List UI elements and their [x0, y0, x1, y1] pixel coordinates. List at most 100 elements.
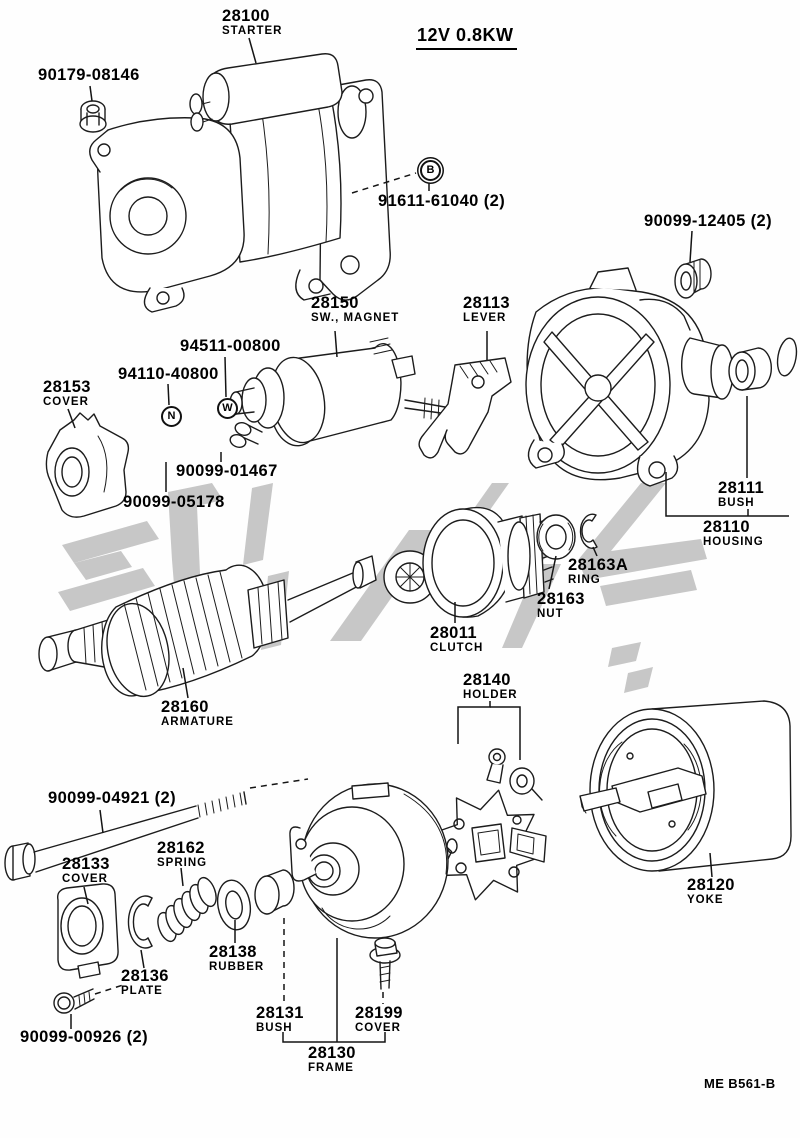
part-number: 90099-01467 [176, 462, 278, 480]
part-number: 28113 [463, 294, 510, 312]
part-number: 90099-04921 (2) [48, 789, 177, 807]
leader-lines [67, 37, 789, 1043]
part-name: RUBBER [209, 961, 265, 973]
part-label-28140: 28140 HOLDER [463, 671, 518, 702]
part-number: 28131 [256, 1004, 304, 1022]
part-number: 28150 [311, 294, 359, 312]
part-number: 91611-61040 (2) [378, 192, 506, 210]
part-name: RING [568, 574, 601, 586]
part-label-90099-12405: 90099-12405 (2) [644, 213, 772, 230]
part-name: CLUTCH [430, 642, 484, 654]
yoke-drawing [579, 700, 792, 872]
part-number: 28110 [703, 518, 750, 536]
part-label-90099-05178: 90099-05178 [123, 494, 225, 511]
part-label-28162: 28162 SPRING [157, 839, 208, 870]
part-number: 94110-40800 [118, 365, 219, 383]
clutch-drawing [383, 507, 554, 618]
lever-drawing [418, 357, 512, 459]
part-number: 90179-08146 [38, 66, 140, 84]
part-number: 90099-12405 (2) [644, 212, 773, 230]
part-label-28120: 28120 YOKE [687, 876, 735, 907]
part-number: 94511-00800 [180, 337, 281, 355]
part-name: COVER [43, 396, 89, 408]
end-cover-drawing [57, 883, 119, 979]
part-label-94511-00800: 94511-00800 [180, 338, 281, 355]
part-name: COVER [62, 873, 108, 885]
part-number: 28199 [355, 1004, 403, 1022]
part-name: SPRING [157, 857, 208, 869]
part-label-28199: 28199 COVER [355, 1004, 403, 1035]
part-label-28110: 28110 HOUSING [703, 518, 764, 549]
part-name: FRAME [308, 1062, 354, 1074]
part-label-28163A: 28163A RING [568, 556, 629, 587]
part-name: NUT [537, 608, 564, 620]
starter-assembly-drawing [89, 53, 391, 313]
part-number: 28140 [463, 671, 511, 689]
part-number: 90099-00926 (2) [20, 1028, 149, 1046]
part-label-90099-00926: 90099-00926 (2) [20, 1029, 148, 1046]
part-name: SW., MAGNET [311, 312, 400, 324]
figure-code: ME B561-B [704, 1076, 776, 1091]
ring-28163A-drawing [579, 513, 598, 549]
part-label-90179-08146: 90179-08146 [38, 67, 140, 84]
bush-28111-drawing [728, 337, 798, 391]
screw-90099-00926-drawing [53, 988, 95, 1014]
cover-28153-drawing [45, 412, 130, 518]
part-label-28150: 28150 SW., MAGNET [311, 294, 400, 325]
cover-screw-drawing [369, 937, 401, 990]
spring-drawing [157, 876, 217, 943]
marker-w-washer: W [217, 398, 238, 419]
part-label-90099-04921: 90099-04921 (2) [48, 790, 176, 807]
part-label-28111: 28111 BUSH [718, 479, 765, 510]
marker-n-nut: N [161, 406, 182, 427]
part-name: BUSH [718, 497, 755, 509]
part-label-28130: 28130 FRAME [308, 1044, 356, 1075]
nut-90179-drawing [79, 100, 107, 133]
part-label-28160: 28160 ARMATURE [161, 698, 234, 729]
part-number: 28160 [161, 698, 209, 716]
part-number: 28100 [222, 7, 270, 25]
part-name: LEVER [463, 312, 507, 324]
part-name: ARMATURE [161, 716, 234, 728]
part-name: HOLDER [463, 689, 518, 701]
frame-drawing [289, 782, 449, 939]
part-label-28136: 28136 PLATE [121, 967, 169, 998]
brush-holder-drawing [431, 748, 547, 901]
rubber-drawing [216, 879, 252, 931]
bearing-28163-drawing [536, 514, 576, 560]
part-number: 28153 [43, 378, 91, 396]
part-name: COVER [355, 1022, 401, 1034]
armature-drawing [38, 555, 377, 698]
part-number: 28163A [568, 556, 629, 574]
part-number: 28162 [157, 839, 205, 857]
through-bolt-drawing [4, 791, 247, 881]
part-label-28131: 28131 BUSH [256, 1004, 304, 1035]
part-label-28133: 28133 COVER [62, 855, 110, 886]
magnet-switch-drawing [229, 337, 483, 448]
part-number: 28133 [62, 855, 110, 873]
part-name: PLATE [121, 985, 163, 997]
part-number: 28011 [430, 624, 477, 642]
part-number: 28138 [209, 943, 257, 961]
part-number: 90099-05178 [123, 493, 225, 511]
part-number: 28111 [718, 479, 765, 497]
part-number: 28130 [308, 1044, 356, 1062]
spec-label: 12V 0.8KW [416, 25, 517, 50]
part-name: YOKE [687, 894, 724, 906]
part-name: HOUSING [703, 536, 764, 548]
part-label-28011: 28011 CLUTCH [430, 624, 484, 655]
part-label-28153: 28153 COVER [43, 378, 91, 409]
part-number: 28120 [687, 876, 735, 894]
part-label-91611-61040: 91611-61040 (2) [378, 193, 505, 210]
part-name: STARTER [222, 25, 283, 37]
part-number: 28136 [121, 967, 169, 985]
part-label-28138: 28138 RUBBER [209, 943, 265, 974]
part-name: BUSH [256, 1022, 293, 1034]
part-label-28113: 28113 LEVER [463, 294, 510, 325]
grommet-90099-12405-drawing [674, 258, 712, 299]
part-label-28100: 28100 STARTER [222, 7, 283, 38]
part-label-28163: 28163 NUT [537, 591, 585, 621]
c-plate-drawing [127, 895, 153, 949]
marker-b-bolt: B [420, 160, 441, 181]
